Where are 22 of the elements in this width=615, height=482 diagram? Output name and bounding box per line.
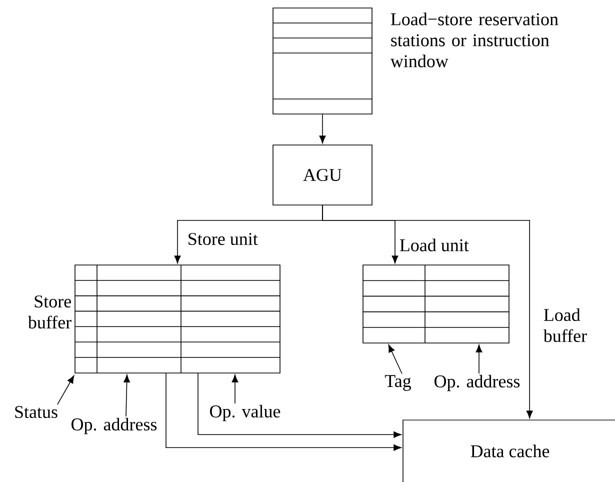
buffer-label: Load buffer bbox=[543, 308, 587, 342]
op-address-label: Op. address bbox=[434, 374, 520, 392]
leader-arrow bbox=[476, 344, 482, 374]
op-address-label: Op. address bbox=[72, 418, 157, 434]
edge-label: Store unit bbox=[188, 232, 258, 246]
agu-box: AGU bbox=[272, 144, 372, 206]
op-value-label: Op. value bbox=[210, 404, 280, 422]
reservation-stations-label: Load−store reservation stations or instruction window bbox=[390, 12, 558, 68]
tag-label: Tag bbox=[384, 375, 412, 391]
load-buffer-table bbox=[362, 264, 510, 344]
arrow bbox=[322, 205, 533, 418]
data-cache-box: Data cache bbox=[402, 420, 615, 482]
edge-label: Load unit bbox=[400, 238, 469, 252]
arrow bbox=[319, 114, 326, 144]
leader-arrow bbox=[57, 375, 74, 405]
store-buffer-label: Store buffer bbox=[28, 295, 72, 329]
status-label: Status bbox=[15, 406, 58, 418]
leader-arrow bbox=[232, 374, 238, 404]
leader-arrow bbox=[388, 344, 402, 374]
leader-arrow bbox=[124, 374, 130, 417]
arrow bbox=[166, 373, 402, 451]
arrow bbox=[198, 373, 402, 438]
